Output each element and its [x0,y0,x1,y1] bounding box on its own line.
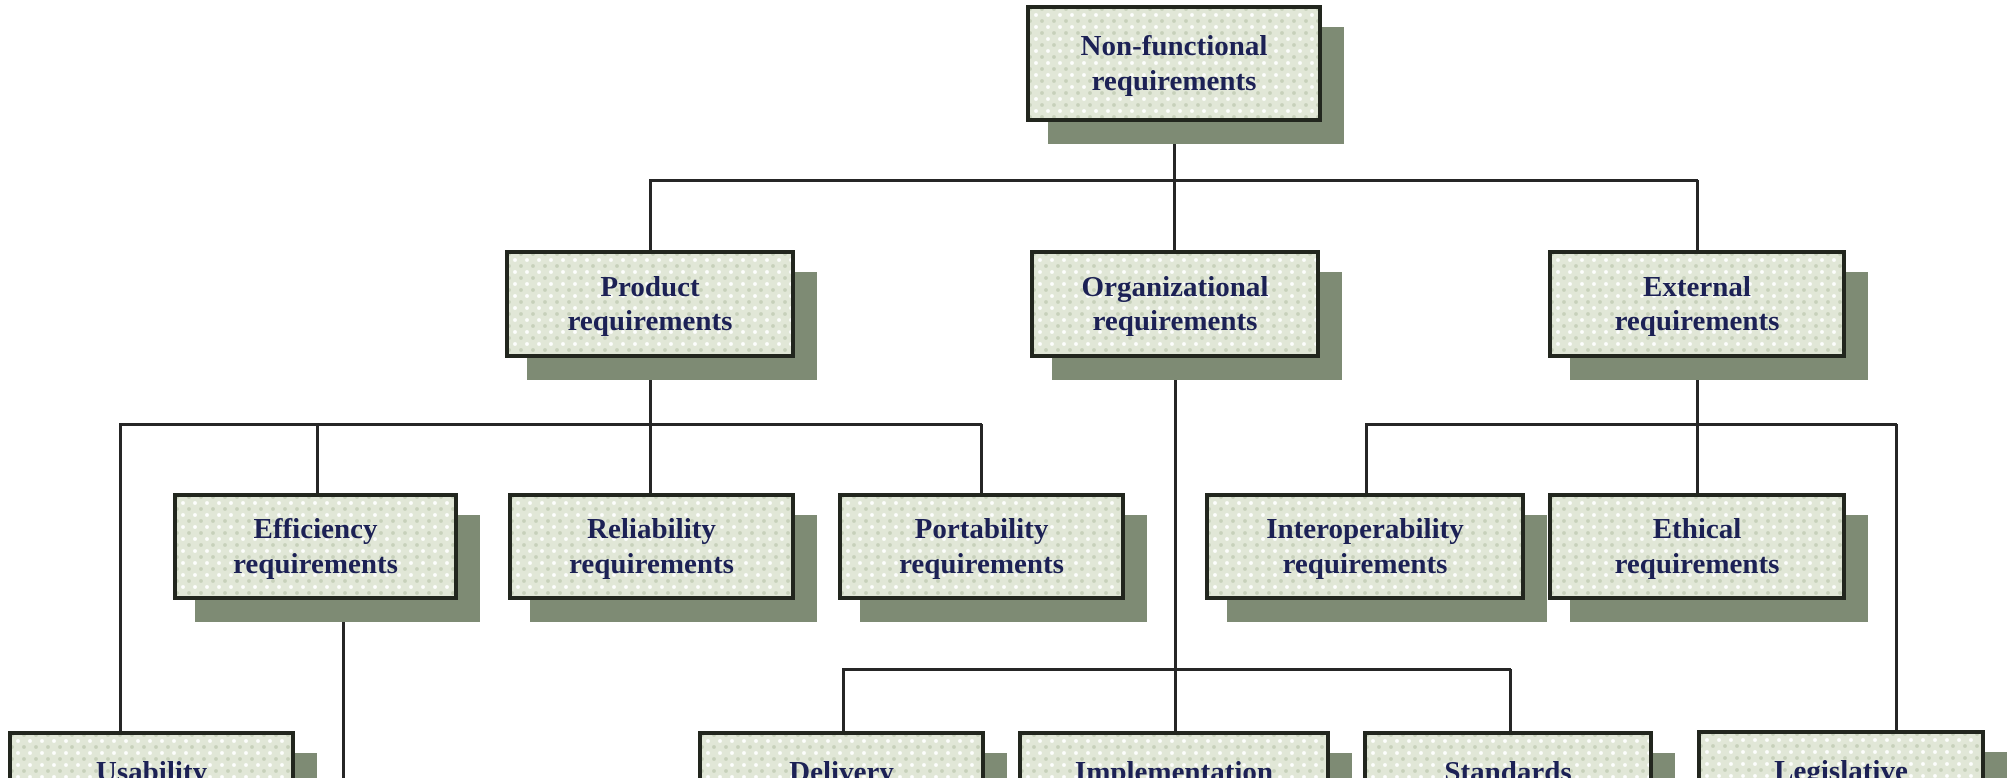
connector-org-to-standards [1508,669,1512,732]
node-label: Efficiency [253,513,378,546]
connector-external-to-legislative [1894,424,1898,731]
node-label: Organizational [1081,270,1269,303]
node-label: Product [600,270,700,303]
connector-external-bar [1365,422,1897,426]
connector-external-to-interop [1364,424,1368,493]
connector-product-to-usability [118,424,122,731]
connector-org-to-delivery [841,669,845,732]
connector-root-stem [1172,122,1176,250]
node-label: Delivery [789,756,894,778]
node-label: Portability [914,513,1049,546]
connector-root-to-external [1695,180,1699,250]
node-label: Standards [1444,756,1572,778]
node-implementation: Implementation [1018,731,1330,778]
node-label: requirements [899,547,1064,580]
node-delivery: Delivery [698,731,985,778]
connector-root-to-product [648,180,652,250]
connector-org-stem [1173,358,1177,732]
node-label: Ethical [1652,513,1742,546]
connector-product-bar [119,422,982,426]
node-label: Interoperability [1266,513,1464,546]
connector-product-stem [648,358,652,493]
node-label: requirements [1092,305,1258,337]
node-label: Non-functional [1080,30,1268,63]
node-label: External [1643,270,1751,303]
node-label: Reliability [587,513,716,546]
node-label: requirements [1282,547,1448,580]
connector-product-to-portability [979,424,983,493]
node-label: Implementation [1074,756,1274,778]
connector-root-bar [649,178,1698,182]
connector-external-stem [1695,358,1699,493]
node-label: requirements [233,547,398,580]
node-label: Legislative [1774,755,1908,778]
node-legislative: Legislative [1697,730,1985,778]
node-label: requirements [1091,64,1257,97]
node-label: requirements [1614,547,1780,580]
connector-product-to-efficiency [315,424,319,493]
node-usability: Usability [8,731,295,778]
node-label: requirements [567,305,733,337]
node-label: Usability [95,756,208,778]
node-label: requirements [1614,305,1780,337]
connector-org-bar [842,667,1511,671]
node-standards: Standards [1363,731,1653,778]
connector-efficiency-stem [341,600,345,778]
node-label: requirements [569,547,734,580]
